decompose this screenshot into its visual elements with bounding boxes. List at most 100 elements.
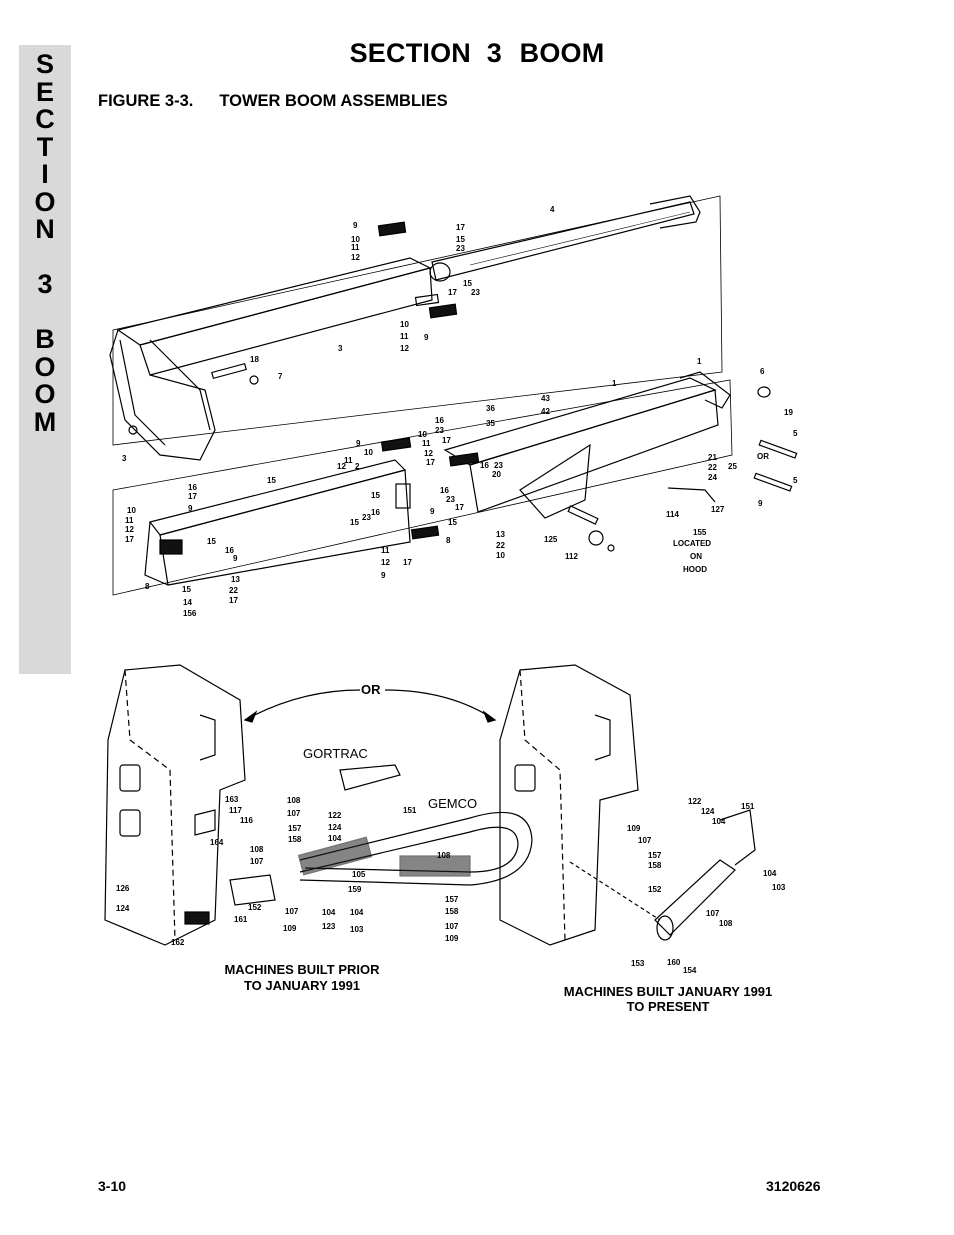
callout: 17	[188, 492, 197, 501]
side-tab-letter: O	[34, 379, 56, 409]
callout: 9	[353, 221, 358, 230]
callout: 108	[437, 851, 451, 860]
callout: 108	[287, 796, 301, 805]
callout: 9	[356, 439, 361, 448]
callout: 13	[496, 530, 505, 539]
callout: 161	[234, 915, 248, 924]
section-word: SECTION	[349, 38, 471, 68]
callout: 17	[455, 503, 464, 512]
callout: OR	[757, 452, 769, 461]
caption-right-line2: TO PRESENT	[627, 999, 710, 1014]
callout: 22	[229, 586, 238, 595]
callout: 104	[322, 908, 336, 917]
side-tab-letter: S	[35, 49, 54, 79]
callout: 12	[400, 344, 409, 353]
callout: 10	[351, 235, 360, 244]
callout: 125	[544, 535, 558, 544]
callout: 10	[364, 448, 373, 457]
callout: 25	[728, 462, 737, 471]
callout: 9	[381, 571, 386, 580]
callout: 126	[116, 884, 130, 893]
callout: 13	[231, 575, 240, 584]
callout: 152	[248, 903, 262, 912]
callout: 107	[706, 909, 720, 918]
callout: 23	[435, 426, 444, 435]
callout: 19	[784, 408, 793, 417]
callout: 104	[712, 817, 726, 826]
callout: 16	[435, 416, 444, 425]
callout: 158	[648, 861, 662, 870]
callout: 15	[463, 279, 472, 288]
callout: 122	[328, 811, 342, 820]
callout: 112	[565, 552, 578, 561]
callout: 155	[693, 528, 707, 537]
callout: 154	[683, 966, 697, 975]
callout: 109	[445, 934, 459, 943]
callout: 156	[183, 609, 197, 618]
callout: 17	[456, 223, 465, 232]
side-tab-letter: 3	[37, 269, 53, 299]
callout: 127	[711, 505, 725, 514]
callout: 114	[666, 510, 679, 519]
callout: 5	[793, 476, 798, 485]
callout: 124	[116, 904, 130, 913]
callout: 151	[741, 802, 755, 811]
callout: 16	[440, 486, 449, 495]
callout: 4	[550, 205, 555, 214]
callout: 22	[708, 463, 717, 472]
callout: 103	[350, 925, 364, 934]
figure-name: TOWER BOOM ASSEMBLIES	[219, 92, 448, 110]
callout: 157	[648, 851, 662, 860]
callout: 43	[541, 394, 550, 403]
side-tab-letter: I	[41, 159, 49, 189]
callout: 104	[328, 834, 342, 843]
callout: 3	[338, 344, 343, 353]
callout: 104	[350, 908, 364, 917]
callout: 153	[631, 959, 645, 968]
side-tab-letter: T	[36, 131, 54, 162]
callout: 162	[171, 938, 185, 947]
callout: 10	[127, 506, 136, 515]
callout: 11	[125, 516, 134, 525]
callout: 9	[430, 507, 435, 516]
callout: 14	[183, 598, 192, 607]
callout: 104	[763, 869, 777, 878]
caption-right-line1: MACHINES BUILT JANUARY 1991	[564, 984, 773, 999]
callout: 107	[285, 907, 299, 916]
callout: 24	[708, 473, 717, 482]
side-tab-letter: M	[33, 406, 57, 437]
callout: 23	[456, 244, 465, 253]
callout: 151	[403, 806, 417, 815]
side-tab-letter: E	[35, 76, 54, 107]
callout: 11	[400, 332, 409, 341]
callout: 8	[446, 536, 451, 545]
callout: 11	[381, 546, 390, 555]
callout: 1	[697, 357, 702, 366]
callout: 12	[337, 462, 346, 471]
callout: 15	[182, 585, 191, 594]
section-number: 3	[486, 38, 502, 68]
callout: 116	[240, 816, 253, 825]
callout: 9	[233, 554, 238, 563]
callout: 9	[188, 504, 193, 513]
callout: 15	[456, 235, 465, 244]
callout: 163	[225, 795, 239, 804]
callout: 158	[445, 907, 459, 916]
callout: 108	[250, 845, 264, 854]
callout: 42	[541, 407, 550, 416]
callout: 11	[422, 439, 431, 448]
callout: 16	[225, 546, 234, 555]
callout: 12	[424, 449, 433, 458]
callout: 17	[229, 596, 238, 605]
note-hood: HOOD	[683, 565, 707, 574]
callout: 2	[355, 462, 360, 471]
callout: 124	[701, 807, 715, 816]
callout: 9	[758, 499, 763, 508]
callout: 107	[250, 857, 264, 866]
callout: 15	[267, 476, 276, 485]
figure-title: FIGURE 3-3.TOWER BOOM ASSEMBLIES	[98, 92, 448, 111]
callout: 17	[403, 558, 412, 567]
section-name: BOOM	[519, 38, 605, 68]
